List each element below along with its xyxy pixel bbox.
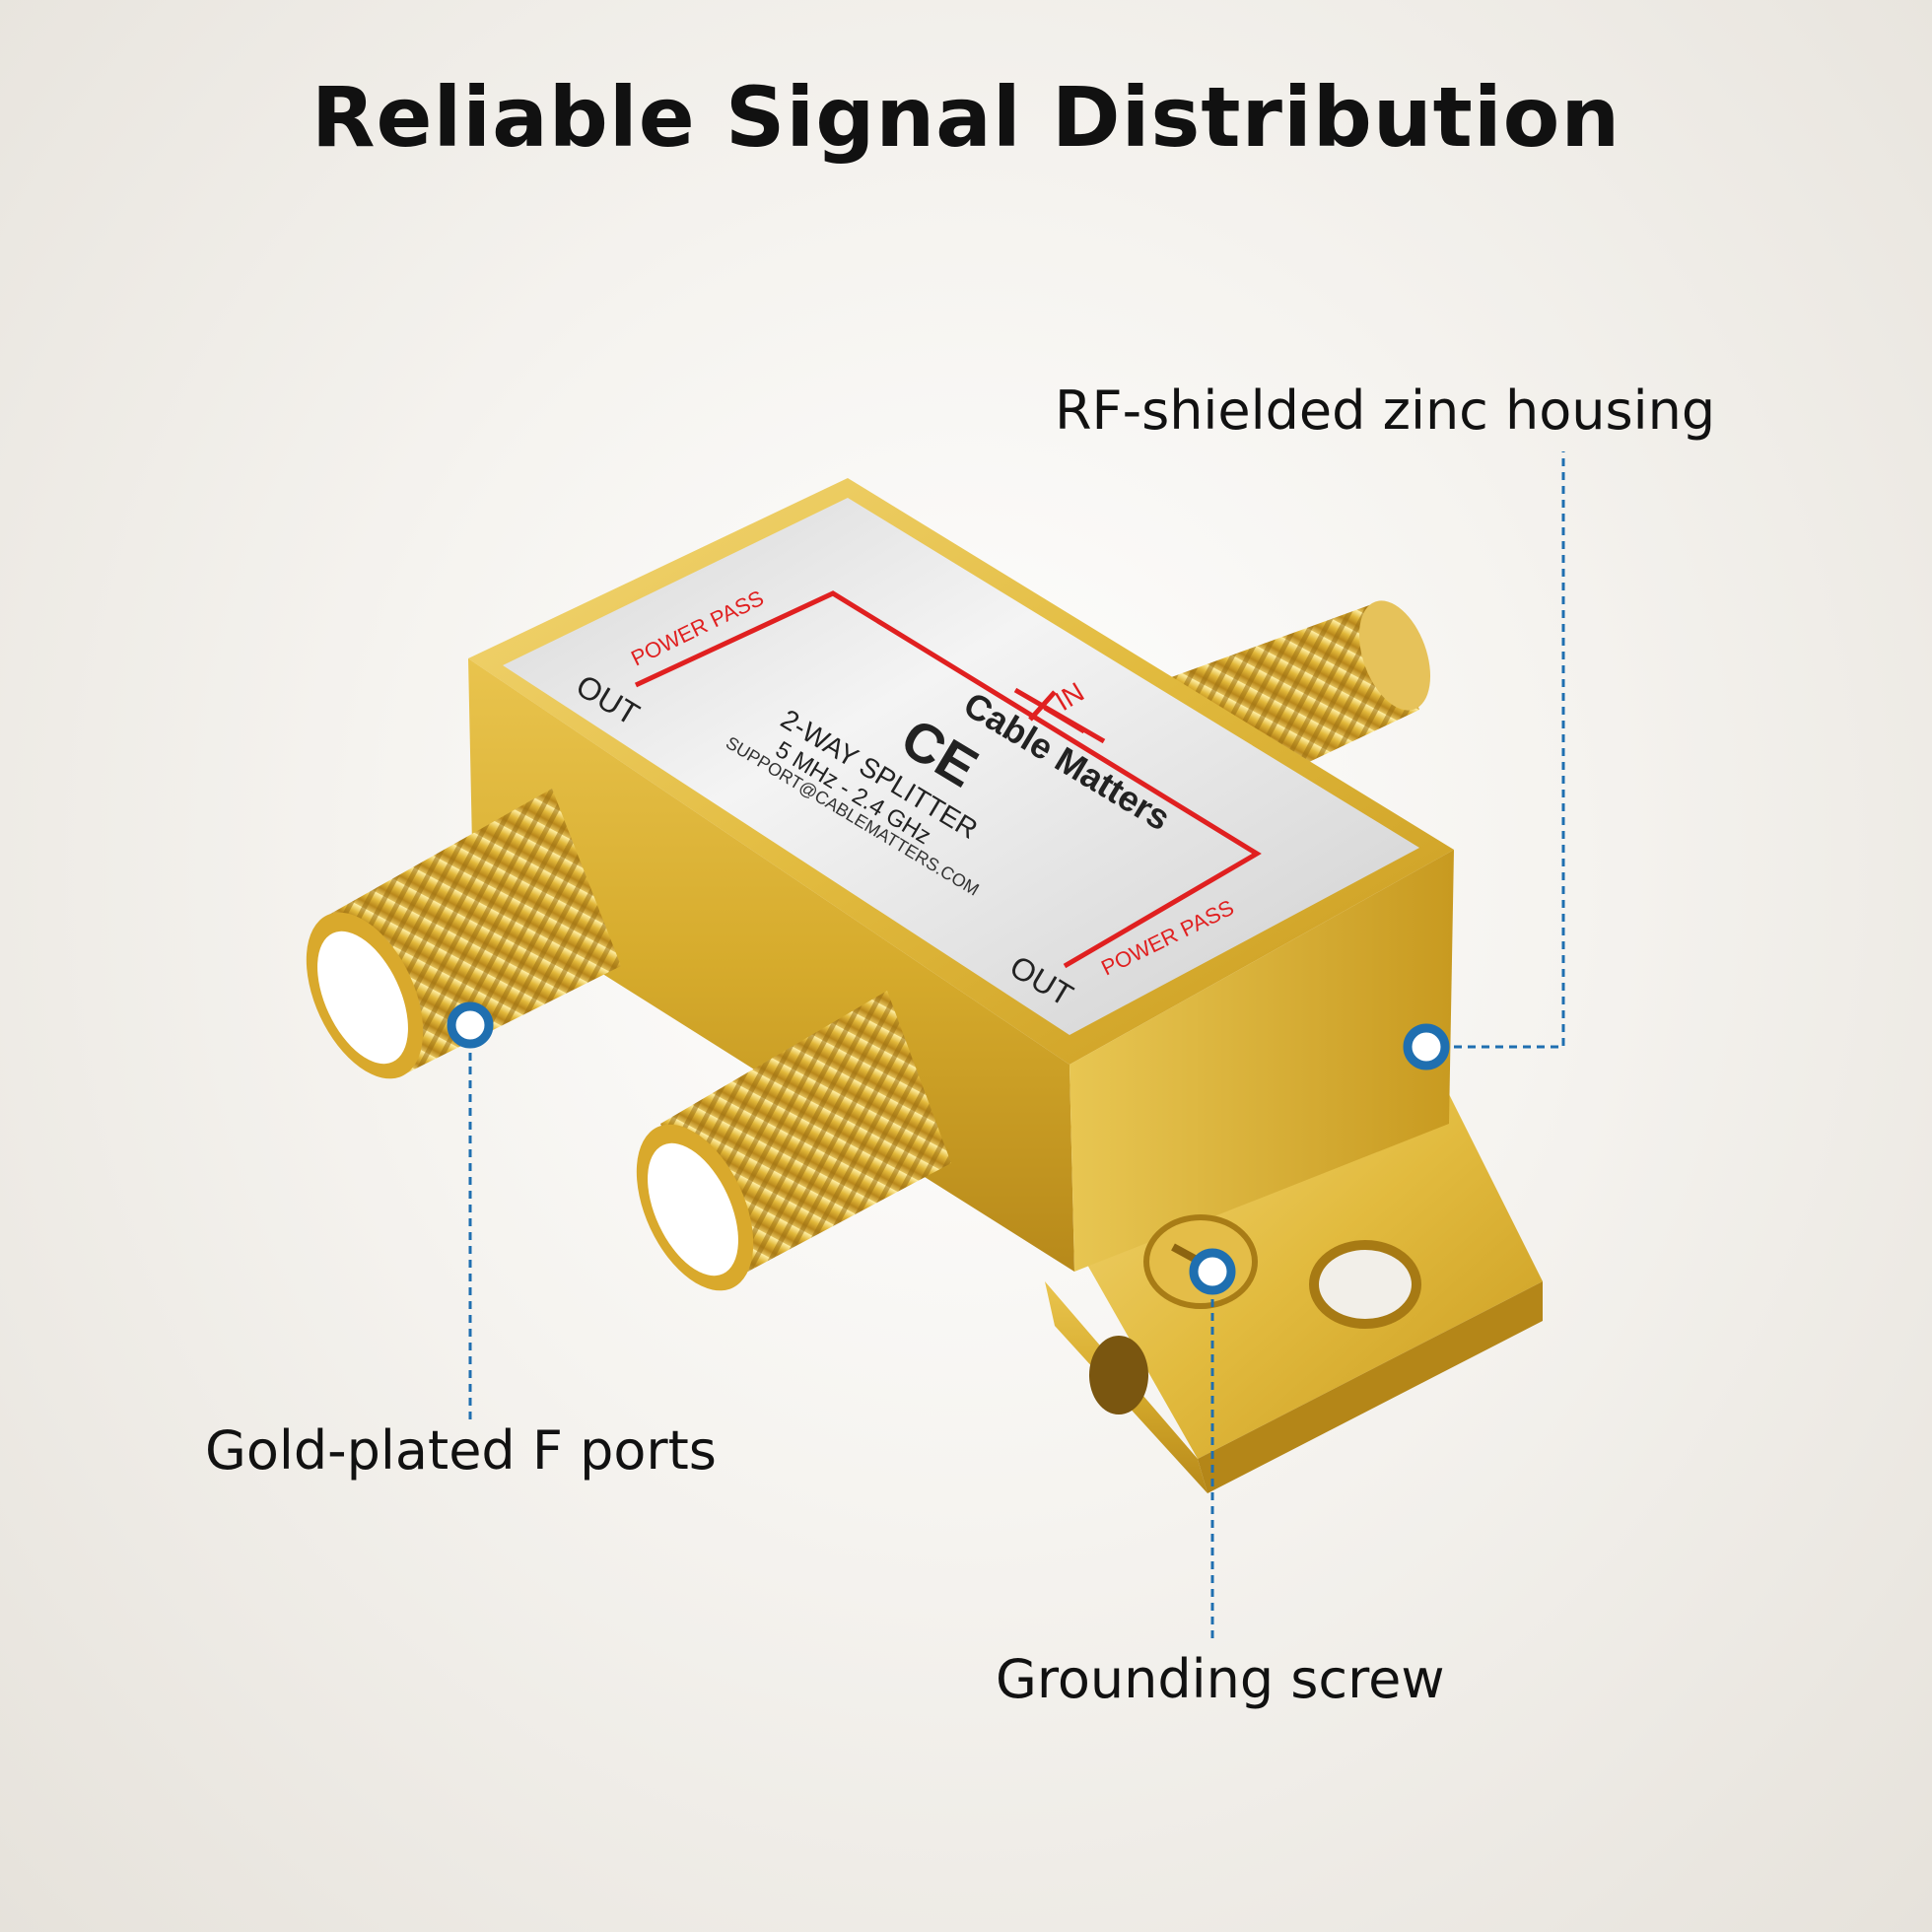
side-hole (1089, 1336, 1148, 1414)
mounting-hole (1309, 1240, 1421, 1329)
callout-housing-label: RF-shielded zinc housing (1055, 380, 1716, 442)
label-plate (503, 498, 1419, 1035)
callout-dot-housing (1403, 1023, 1450, 1070)
page-title: Reliable Signal Distribution (310, 69, 1622, 166)
callout-dot-screw (1189, 1248, 1236, 1295)
f-port-out-left (306, 789, 621, 1079)
f-port-out-right (636, 991, 951, 1291)
label-diagram (634, 590, 1262, 969)
callout-dot-ports (447, 1001, 494, 1049)
zinc-housing (468, 478, 1454, 1272)
callout-lines (468, 451, 1565, 1641)
callout-screw-label: Grounding screw (996, 1648, 1445, 1710)
mounting-bracket (1045, 1055, 1543, 1493)
callout-ports-label: Gold-plated F ports (205, 1419, 717, 1482)
callout-line-housing (1426, 451, 1565, 1049)
callout-dots (447, 1001, 1450, 1295)
